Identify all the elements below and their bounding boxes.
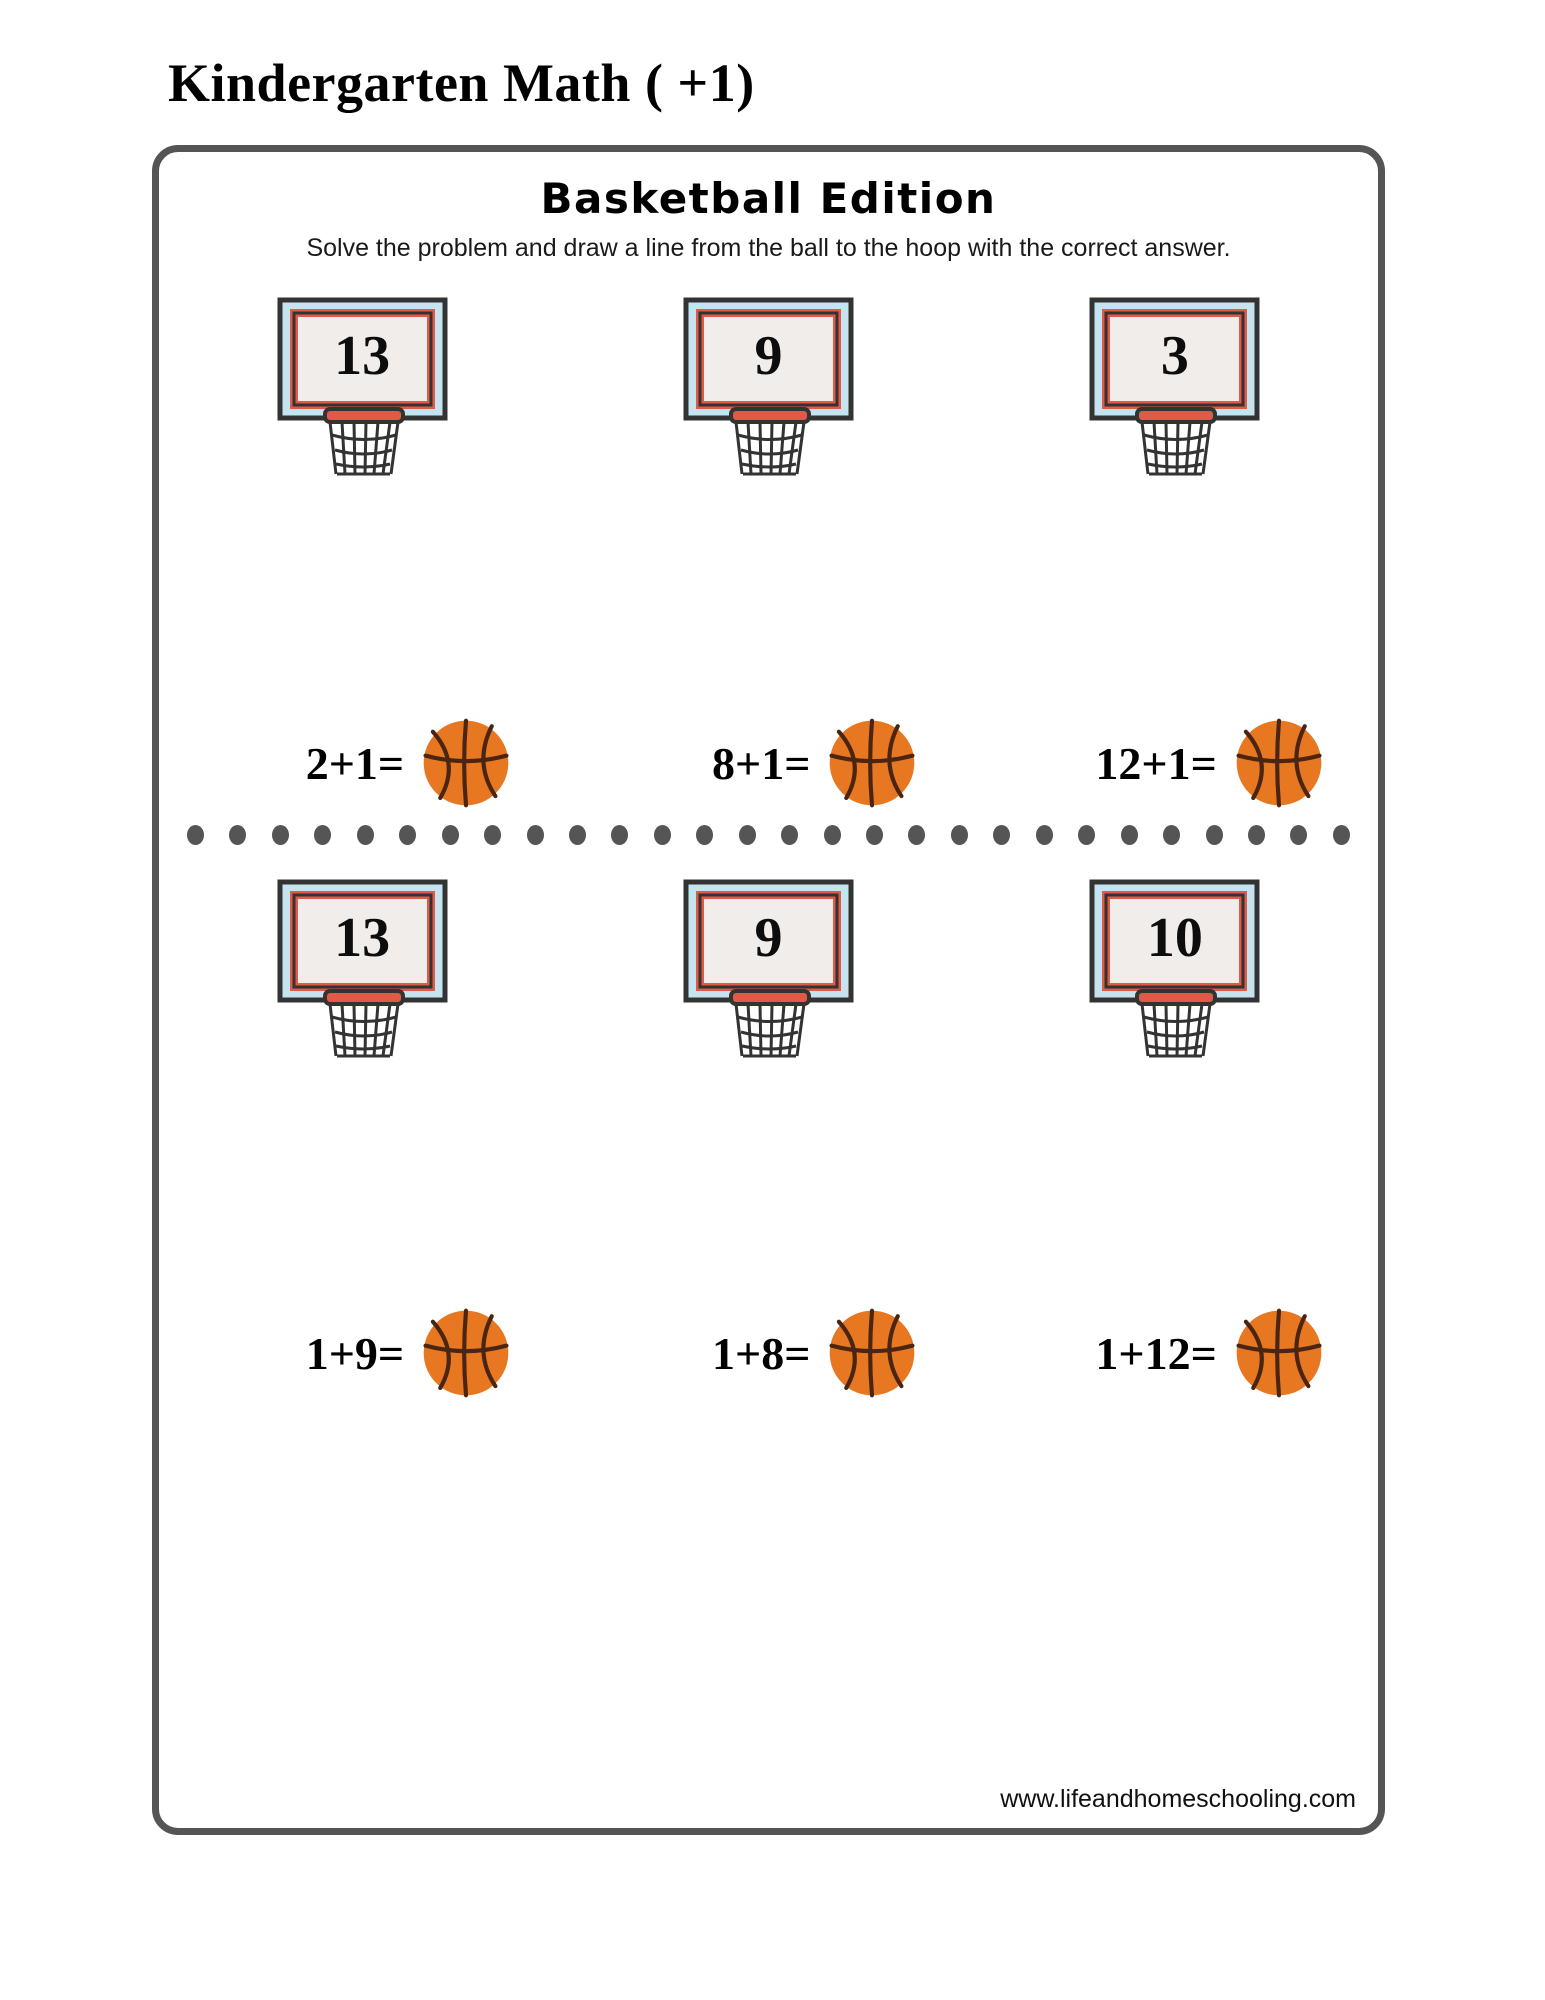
basketball-hoop-icon	[1089, 879, 1260, 1058]
divider-dot	[187, 825, 204, 845]
basketball-icon[interactable]	[420, 1307, 512, 1399]
problem-s1-2[interactable]: 8+1=	[618, 717, 918, 809]
instructions-text: Solve the problem and draw a line from t…	[306, 234, 1231, 262]
basketball-icon[interactable]	[1233, 717, 1325, 809]
problem-s2-1[interactable]: 1+9=	[212, 1307, 512, 1399]
problem-expression: 1+12=	[1095, 1327, 1217, 1379]
hoop-s2-1[interactable]: 13	[270, 874, 455, 1069]
problem-expression: 2+1=	[305, 737, 405, 789]
divider-dot	[823, 825, 841, 845]
basketball-hoop-icon	[683, 879, 854, 1058]
edition-title: Basketball Edition	[540, 174, 997, 223]
basketball-hoop-icon	[277, 879, 448, 1058]
divider-dot	[1035, 825, 1053, 845]
divider-dot	[1247, 825, 1265, 845]
footer-url: www.lifeandhomeschooling.com	[1000, 1785, 1356, 1813]
problem-expression: 1+8=	[712, 1327, 811, 1379]
page-title: Kindergarten Math ( +1)	[168, 53, 755, 113]
divider-dot	[950, 825, 968, 845]
divider-dot	[229, 825, 247, 845]
hoop-row-section-two: 13 9	[159, 874, 1378, 1069]
hoop-s1-2[interactable]: 9	[676, 292, 861, 487]
divider-dot	[738, 825, 756, 845]
divider-dot	[484, 825, 502, 845]
problem-expression: 12+1=	[1095, 737, 1217, 789]
hoop-s1-1[interactable]: 13	[270, 292, 455, 487]
hoop-s2-3[interactable]: 10	[1082, 874, 1267, 1069]
problem-expression: 1+9=	[305, 1327, 405, 1379]
basketball-hoop-icon	[1089, 297, 1260, 476]
dotted-divider	[187, 824, 1350, 846]
basketball-icon[interactable]	[826, 717, 918, 809]
divider-dot	[1290, 825, 1308, 845]
worksheet-frame: Basketball Edition Solve the problem and…	[152, 145, 1385, 1835]
divider-dot	[781, 825, 799, 845]
divider-dot	[441, 825, 459, 845]
basketball-hoop-icon	[277, 297, 448, 476]
divider-dot	[653, 825, 671, 845]
problem-s1-1[interactable]: 2+1=	[212, 717, 512, 809]
divider-dot	[1205, 825, 1223, 845]
basketball-icon[interactable]	[1233, 1307, 1325, 1399]
basketball-icon[interactable]	[826, 1307, 918, 1399]
divider-dot	[866, 825, 883, 845]
problem-s1-3[interactable]: 12+1=	[1025, 717, 1325, 809]
basketball-hoop-icon	[683, 297, 854, 476]
problem-s2-2[interactable]: 1+8=	[618, 1307, 918, 1399]
hoop-s2-2[interactable]: 9	[676, 874, 861, 1069]
problem-row-section-one: 2+1= 8+1=	[159, 717, 1378, 809]
problem-row-section-two: 1+9= 1+8=	[159, 1307, 1378, 1399]
hoop-row-section-one: 13 9	[159, 292, 1378, 487]
divider-dot	[526, 825, 544, 845]
divider-dot	[611, 825, 629, 845]
hoop-s1-3[interactable]: 3	[1082, 292, 1267, 487]
basketball-icon[interactable]	[420, 717, 512, 809]
divider-dot	[568, 825, 586, 845]
divider-dot	[1120, 825, 1138, 845]
divider-dot	[1078, 825, 1096, 845]
divider-dot	[356, 825, 374, 845]
divider-dot	[271, 825, 289, 845]
problem-s2-3[interactable]: 1+12=	[1025, 1307, 1325, 1399]
divider-dot	[696, 825, 714, 845]
divider-dot	[1163, 825, 1181, 845]
divider-dot	[908, 825, 926, 845]
divider-dot	[314, 825, 332, 845]
divider-dot	[1332, 825, 1350, 845]
divider-dot	[993, 825, 1011, 845]
divider-dot	[399, 825, 417, 845]
problem-expression: 8+1=	[712, 737, 811, 789]
